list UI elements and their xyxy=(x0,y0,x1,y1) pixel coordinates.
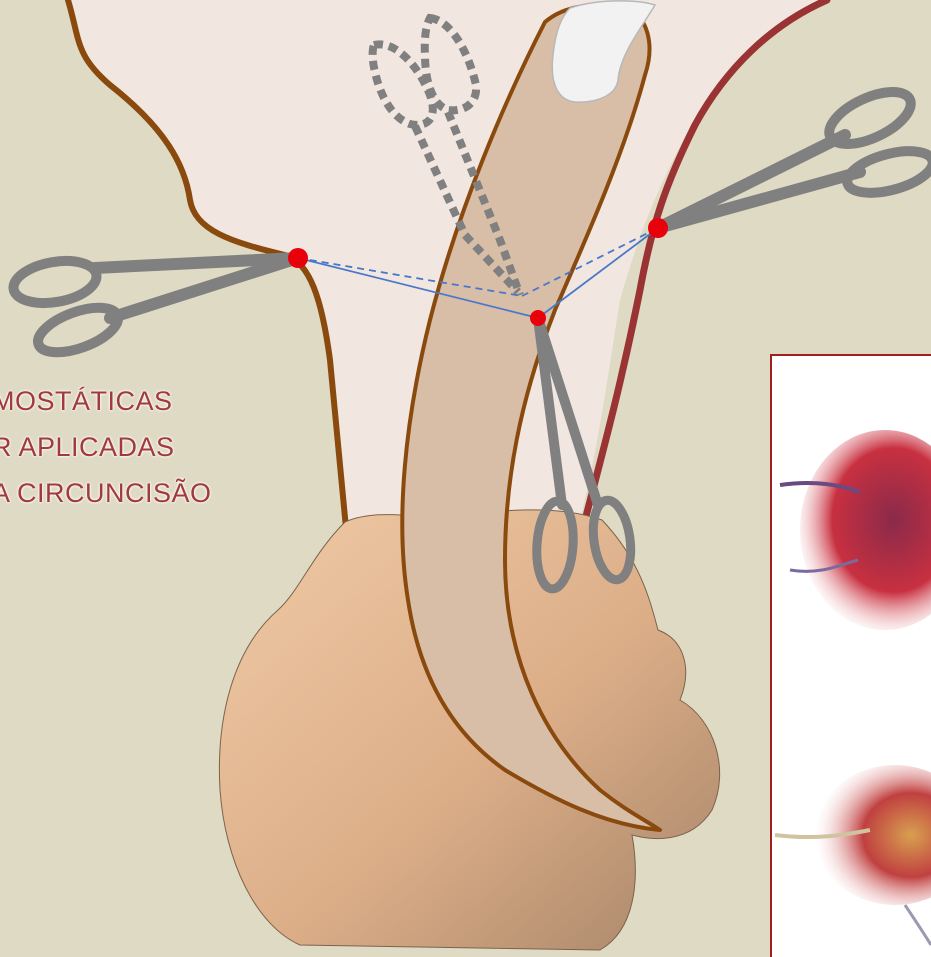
caption-line-2: R APLICADAS xyxy=(0,432,175,463)
caption-line-3: A CIRCUNCISÃO xyxy=(0,478,212,509)
inset-photo xyxy=(771,355,931,957)
caption-line-1: MOSTÁTICAS xyxy=(0,386,173,417)
hemostat-clamp-icon xyxy=(10,255,298,361)
